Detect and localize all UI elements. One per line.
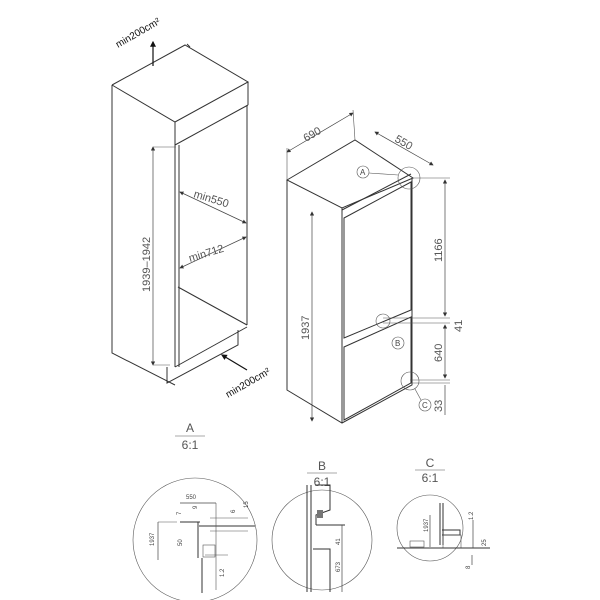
appliance-drawing [285,139,415,424]
detail-c-title: C [426,456,435,470]
appliance-height-dimension: 1937 [300,211,315,422]
base-label: 33 [433,400,445,412]
detail-a-dim-9: 9 [193,505,199,509]
detail-b-title: B [318,459,326,473]
cabinet-width-dimension: min712 [179,236,247,269]
detail-a-dim-7: 7 [177,511,183,515]
cabinet-height-label: 1939–1942 [141,237,153,292]
detail-a: A 6:1 550 7 9 6 15 1937 50 1.2 [132,421,258,600]
detail-callouts: A B C [356,165,432,412]
detail-c-dim-1937: 1937 [424,518,430,532]
vent-top-label: min200cm² [114,16,163,51]
detail-a-scale: 6:1 [182,438,199,452]
detail-c-dim-25: 25 [482,539,488,546]
cabinet-vent-top: min200cm² [114,16,163,66]
detail-a-dim-6: 6 [231,509,237,513]
detail-c-dim-1-2: 1.2 [469,511,475,520]
detail-c: C 6:1 1937 1.2 25 8 [396,456,490,569]
cabinet-width-label: min712 [187,243,225,265]
detail-b-scale: 6:1 [314,475,331,489]
detail-c-dim-8: 8 [466,565,472,569]
upper-door-label: 1166 [433,238,445,262]
callout-c-label: C [422,401,428,410]
detail-a-dim-15: 15 [244,501,250,508]
lower-door-label: 640 [433,344,445,362]
appliance-height-label: 1937 [300,316,312,340]
detail-a-dim-50: 50 [178,539,184,546]
vent-bottom-label: min200cm² [224,366,273,401]
detail-a-dim-1-2: 1.2 [220,568,226,577]
detail-a-title: A [186,421,194,435]
detail-a-dim-550: 550 [186,495,197,501]
appliance-depth-label: 550 [393,133,415,153]
callout-b-label: B [395,339,400,348]
cabinet-drawing [111,43,250,386]
door-gap-label: 41 [453,320,465,332]
detail-b: B 6:1 41 673 [271,459,373,592]
detail-c-scale: 6:1 [422,471,439,485]
cabinet-depth-label: min550 [192,188,230,210]
detail-a-dim-1937: 1937 [150,532,156,546]
cabinet-height-dimension: 1939–1942 [141,146,176,366]
detail-b-dim-41: 41 [336,538,342,545]
appliance-right-dimensions: 1166 41 640 33 [383,177,465,415]
appliance-width-label: 690 [302,125,324,145]
cabinet-vent-bottom: min200cm² [220,354,273,401]
appliance-depth-dimension: 550 [374,131,434,166]
callout-a-label: A [360,168,366,177]
cabinet-depth-dimension: min550 [179,188,247,224]
appliance-width-dimension: 690 [286,109,356,180]
detail-b-dim-673: 673 [336,561,342,572]
